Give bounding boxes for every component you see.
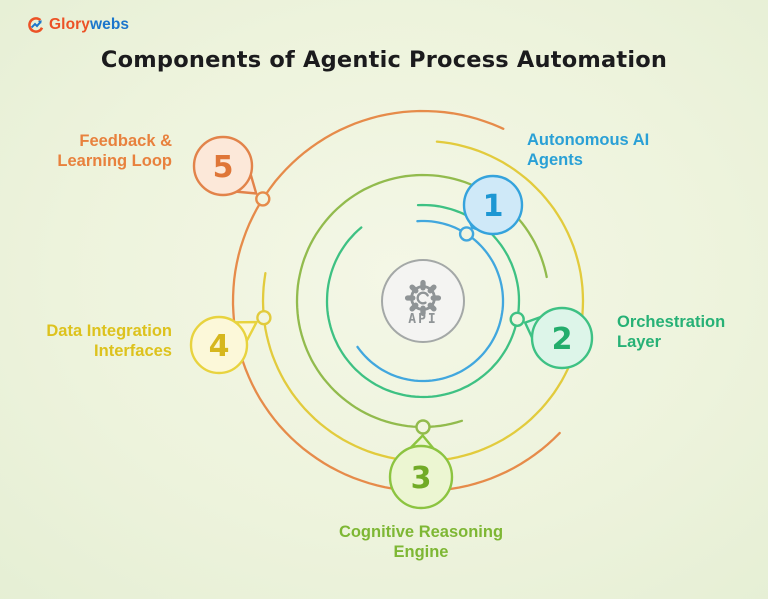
step-bubble-cognitive-reasoning-engine bbox=[388, 444, 454, 510]
brand-name-part1: Glory bbox=[49, 16, 90, 33]
ring-arc-emerald bbox=[325, 203, 521, 399]
connector-node-3 bbox=[415, 419, 431, 435]
label-orchestration-layer: Orchestration Layer bbox=[617, 313, 726, 352]
infographic-title: Components of Agentic Process Automation bbox=[100, 47, 668, 73]
brand-name-part2: webs bbox=[89, 16, 130, 33]
step-number-4: 4 bbox=[209, 329, 230, 364]
label-autonomous-ai-agents: Autonomous AI Agents bbox=[527, 131, 650, 170]
gear-icon bbox=[404, 279, 442, 316]
connector-node-2 bbox=[509, 311, 525, 327]
center-hub: API bbox=[381, 259, 465, 343]
label-cognitive-reasoning-engine: Cognitive Reasoning Engine bbox=[338, 523, 504, 562]
step-bubble-feedback-learning-loop bbox=[192, 135, 254, 197]
api-label: API bbox=[408, 311, 438, 327]
step-number-3: 3 bbox=[411, 461, 432, 496]
brand-logo: Glorywebs bbox=[27, 16, 129, 34]
step-number-5: 5 bbox=[213, 150, 234, 185]
label-data-integration-interfaces: Data Integration Interfaces bbox=[46, 322, 172, 361]
step-bubble-data-integration-interfaces bbox=[189, 315, 249, 375]
step-number-2: 2 bbox=[552, 322, 573, 357]
connector-node-5 bbox=[255, 191, 271, 207]
step-number-1: 1 bbox=[483, 189, 504, 224]
connector-node-1 bbox=[458, 226, 475, 242]
logo-icon bbox=[28, 17, 44, 33]
step-bubble-orchestration-layer bbox=[530, 306, 594, 370]
step-bubble-autonomous-ai-agents bbox=[462, 174, 524, 236]
label-feedback-learning-loop: Feedback & Learning Loop bbox=[57, 132, 172, 171]
connector-node-4 bbox=[256, 310, 272, 326]
brand-name: Glorywebs bbox=[49, 16, 129, 34]
ring-arc-yellow bbox=[261, 140, 585, 463]
